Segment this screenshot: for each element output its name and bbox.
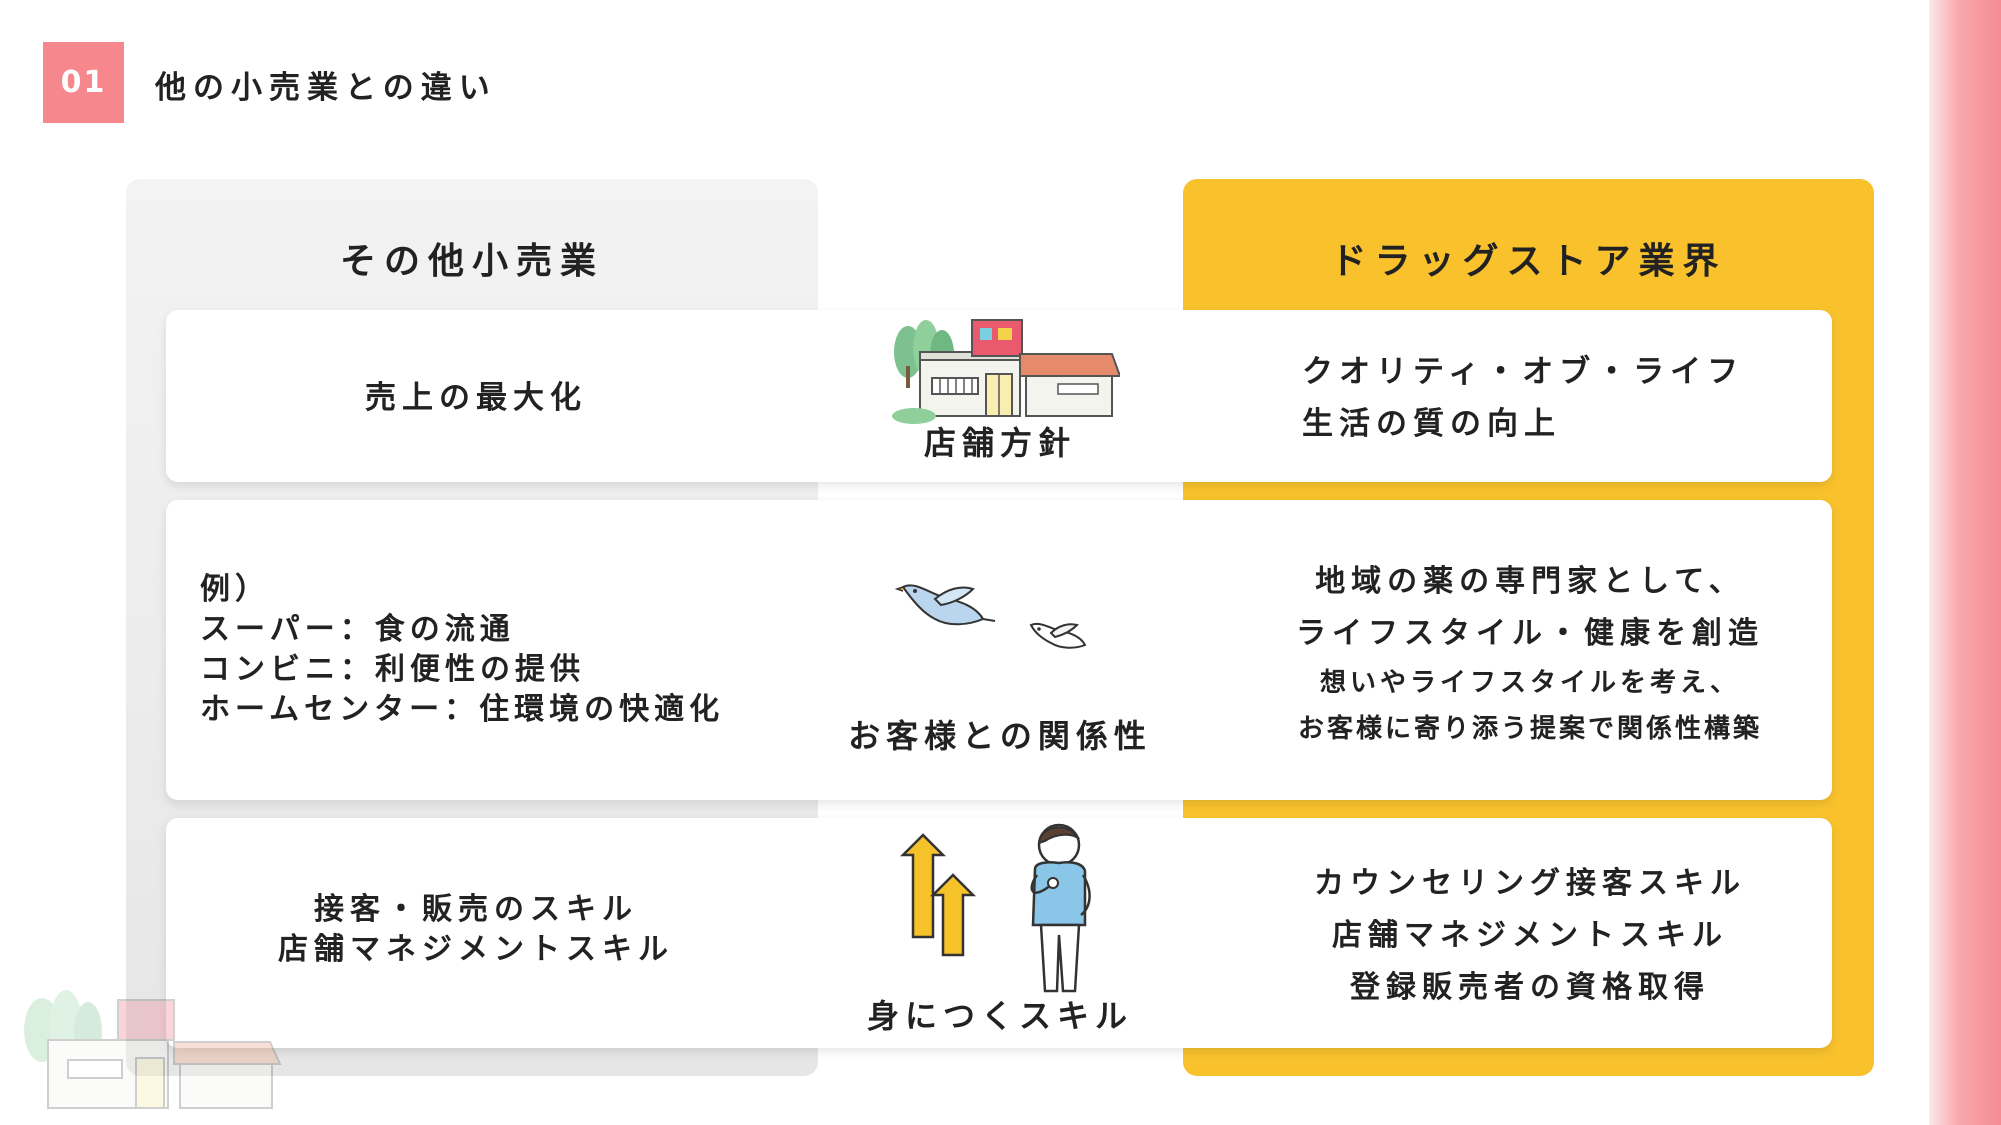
row3-right-text: カウンセリング接客スキル 店舗マネジメントスキル 登録販売者の資格取得 (1230, 858, 1830, 1014)
row3-left-line-1: 接客・販売のスキル (314, 892, 638, 927)
row2-category-label: お客様との関係性 (848, 717, 1152, 755)
row2-left-line-2: スーパー：食の流通 (200, 612, 515, 647)
row1-right-line-1: クオリティ・オブ・ライフ (1302, 354, 1745, 390)
page-title: 他の小売業との違い (155, 70, 497, 106)
row2-left-text: 例） スーパー：食の流通 コンビニ：利便性の提供 ホームセンター：住環境の快適化 (200, 570, 724, 730)
comparison-row-customer-relationship (166, 500, 1832, 800)
row1-left-text: 売上の最大化 (166, 378, 786, 420)
row3-category-label: 身につくスキル (866, 997, 1133, 1035)
row2-left-line-3: コンビニ：利便性の提供 (200, 652, 585, 687)
faded-store-decoration-icon (24, 990, 282, 1109)
row1-right-text: クオリティ・オブ・ライフ 生活の質の向上 (1302, 346, 1744, 450)
row1-left-line-1: 売上の最大化 (365, 380, 587, 416)
row2-right-line-2: ライフスタイル・健康を創造 (1296, 616, 1764, 651)
row1-category-label: 店舗方針 (923, 424, 1076, 462)
row3-right-line-1: カウンセリング接客スキル (1314, 866, 1746, 901)
row2-right-line-1: 地域の薬の専門家として、 (1315, 564, 1745, 599)
row2-right-text: 地域の薬の専門家として、 ライフスタイル・健康を創造 想いやライフスタイルを考え… (1230, 556, 1830, 752)
store-illustration-icon (892, 319, 1120, 424)
row1-right-line-2: 生活の質の向上 (1302, 406, 1561, 442)
row2-right-line-3: 想いやライフスタイルを考え、 (1319, 668, 1740, 698)
column-title-other-retail: その他小売業 (339, 241, 604, 282)
row2-left-line-1: 例） (200, 572, 270, 607)
column-title-drugstore: ドラッグストア業界 (1330, 241, 1727, 282)
person-arrows-illustration-icon (899, 823, 1091, 993)
row2-left-line-4: ホームセンター：住環境の快適化 (200, 692, 725, 727)
decorative-side-band (1929, 0, 2001, 1125)
comparison-row-skills (166, 818, 1832, 1048)
row3-left-text: 接客・販売のスキル 店舗マネジメントスキル (166, 890, 786, 970)
row3-right-line-3: 登録販売者の資格取得 (1350, 970, 1710, 1005)
row2-right-line-4: お客様に寄り添う提案で関係性構築 (1297, 714, 1762, 744)
slide-number-badge: 01 (43, 42, 124, 123)
birds-illustration-icon (895, 584, 1087, 649)
row3-left-line-2: 店舗マネジメントスキル (278, 932, 674, 967)
row3-right-line-2: 店舗マネジメントスキル (1332, 918, 1728, 953)
